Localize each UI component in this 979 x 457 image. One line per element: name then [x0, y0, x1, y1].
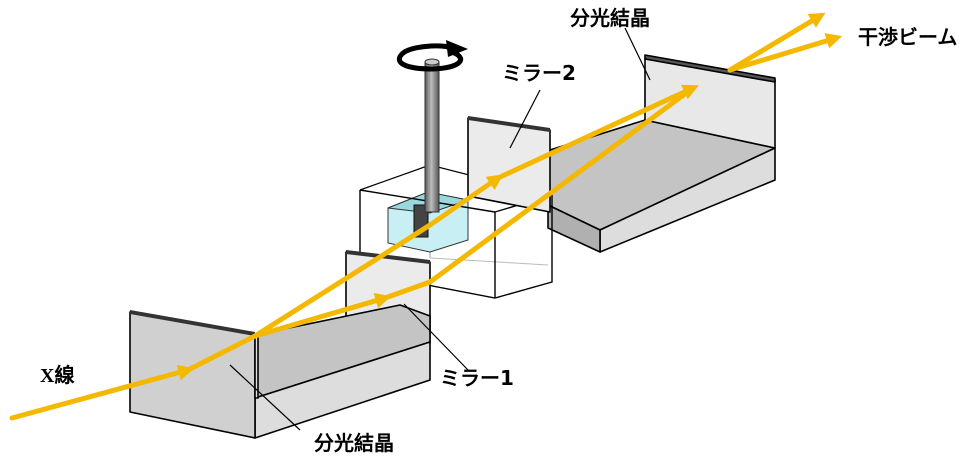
rotation-arrow-icon	[396, 40, 468, 72]
label-mirror-1: ミラー1	[440, 366, 514, 390]
interference-beam-2	[727, 33, 843, 73]
xray-beams	[9, 12, 843, 421]
rotation-rod	[424, 58, 440, 213]
leader-lines	[229, 27, 651, 431]
label-interference-beam: 干渉ビーム	[858, 25, 957, 49]
interference-beam-1	[727, 12, 826, 73]
label-crystal-top: 分光結晶	[570, 6, 650, 30]
splitting-crystal-back	[547, 54, 776, 253]
mirror-2	[467, 116, 551, 213]
label-mirror-2: ミラー2	[502, 61, 576, 85]
incoming-xray-beam	[9, 364, 195, 421]
label-crystal-bottom: 分光結晶	[314, 431, 394, 455]
label-xray: X線	[40, 363, 74, 387]
